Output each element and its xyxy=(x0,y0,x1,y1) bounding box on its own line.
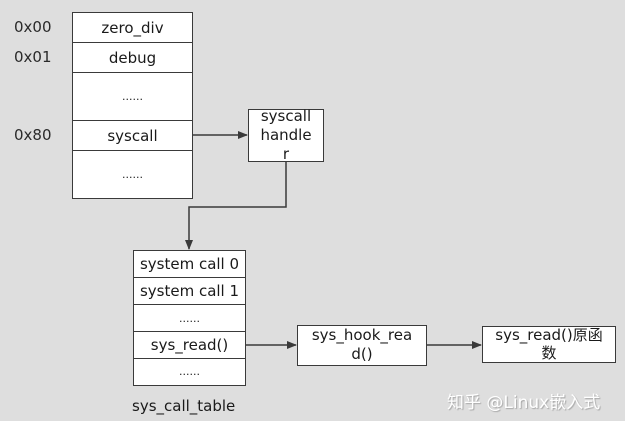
idt-row-label: zero_div xyxy=(101,18,164,37)
sys-call-table-row-label: ...... xyxy=(179,311,200,325)
idt-row-label: ...... xyxy=(122,90,143,103)
original-sys-read-box: sys_read()原函 数 xyxy=(482,326,616,363)
handler-line-1: syscall xyxy=(260,107,312,125)
syscall-handler-box: syscall handle r xyxy=(248,107,324,163)
idt-row-label: debug xyxy=(108,48,157,67)
idt-row-debug: debug xyxy=(73,43,192,73)
sys-call-table-row-ellipsis: ...... xyxy=(134,359,245,384)
handler-line-3: r xyxy=(282,145,290,163)
sys-call-table-row-label: system call 1 xyxy=(139,282,240,300)
idt-row-label: ...... xyxy=(122,167,143,181)
watermark: 知乎 @Linux嵌入式 xyxy=(447,393,601,413)
idt-address-0x01: 0x01 xyxy=(14,48,52,66)
idt-address-0x00: 0x00 xyxy=(14,18,52,36)
arrow-handler-to-sys-call-table xyxy=(185,161,287,250)
sys-call-table-row-sys-read: sys_read() xyxy=(134,332,245,359)
handler-line-2: handle xyxy=(260,126,312,144)
sys-call-table-row-label: system call 0 xyxy=(139,255,240,273)
sys-call-table-row-label: sys_read() xyxy=(150,336,229,354)
idt-row-ellipsis: ...... xyxy=(73,151,192,197)
sys-call-table-caption: sys_call_table xyxy=(132,397,236,415)
sys-call-table-row-0: system call 0 xyxy=(134,251,245,278)
idt-row-zero-div: zero_div xyxy=(73,13,192,43)
interrupt-descriptor-table: zero_div debug ...... syscall ...... xyxy=(72,12,193,199)
original-line-1: sys_read()原函 xyxy=(495,326,603,344)
original-line-2: 数 xyxy=(541,344,557,362)
idt-row-syscall: syscall xyxy=(73,121,192,151)
idt-address-0x80: 0x80 xyxy=(14,126,52,144)
sys-call-table-row-ellipsis: ...... xyxy=(134,305,245,332)
hook-line-1: sys_hook_rea xyxy=(311,326,413,344)
hook-line-2: d() xyxy=(351,345,373,363)
sys-hook-read-box: sys_hook_rea d() xyxy=(297,325,427,366)
idt-row-ellipsis: ...... xyxy=(73,73,192,121)
sys-call-table-row-1: system call 1 xyxy=(134,278,245,305)
sys-call-table-row-label: ...... xyxy=(179,365,200,378)
idt-row-label: syscall xyxy=(107,126,158,145)
sys-call-table: system call 0 system call 1 ...... sys_r… xyxy=(133,250,246,386)
